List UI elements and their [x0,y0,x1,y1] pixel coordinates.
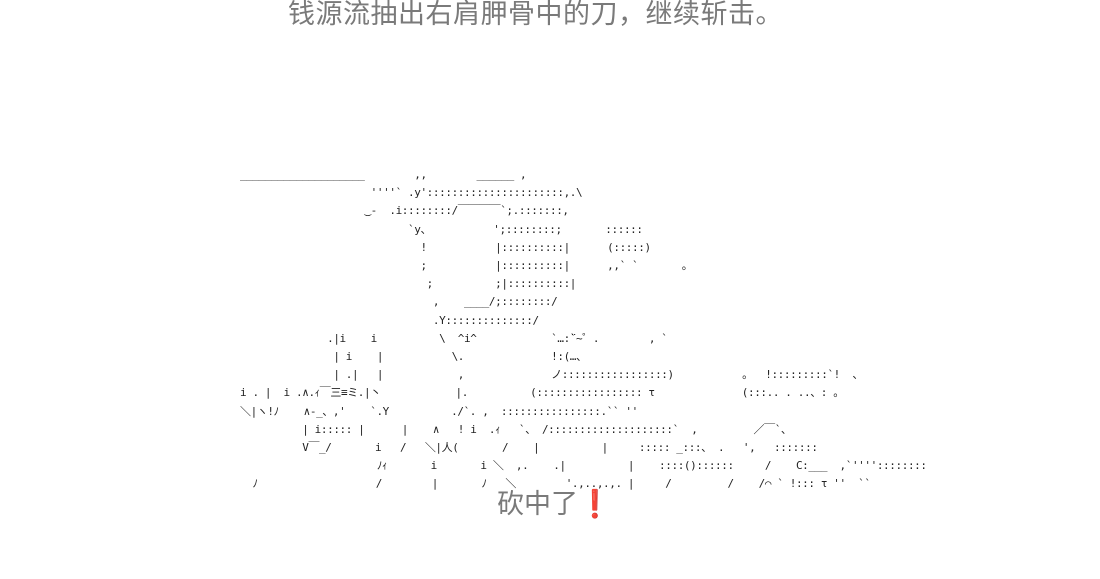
ascii-art-line: ; |::::::::::| ,,` ` 。 [240,259,693,273]
narration-caption: 钱源流抽出右肩胛骨中的刀，继续斩击。 [288,0,783,30]
ascii-art-line: ‿- .i::::::::/￣￣￣￣`;.:::::::, [240,204,569,218]
ascii-art-illustration: ____________________ ,, ______ , ''''` .… [240,166,927,494]
ascii-art-line: | i | \. !:(…、 [240,350,587,364]
ascii-art-line: ____________________ ,, ______ , [240,168,527,181]
ascii-art-line: `y、 ';::::::::; :::::: [240,222,643,236]
ascii-art-line: | i::::: | | ∧ ! i .ｨ `、 /::::::::::::::… [240,422,792,436]
ascii-art-line: .Y::::::::::::::/ [240,313,539,327]
ascii-art-line: , ____/;::::::::/ [240,295,558,309]
ascii-art-line: ＼|ヽ!ﾉ ∧‐_、,' `.Y ./`. , ::::::::::::::::… [240,404,638,418]
ascii-art-line: ﾉｨ i i ＼ ,. .| | ::::():::::: / C:___ ,`… [240,459,927,473]
ascii-art-line: ''''` .y'::::::::::::::::::::::,.\ [240,186,583,200]
ascii-art-line: .|i i \ ^i^ `…:̈`~゜. , ` [240,331,668,345]
ascii-art-line: V￣_/ i / ＼|人( / | | ::::: _:::、 . ', :::… [240,441,818,455]
ascii-art-line: ﾉ / | ﾉ ＼ '.,..,.,. | / / /⌒ ` !::: τ ''… [240,477,871,491]
ascii-art-line: i . | i .∧.ｨ￣三≡ミ.|丶 |. (::::::::::::::::… [240,386,844,400]
ascii-art-line: ; ;|::::::::::| [240,277,577,291]
ascii-art-line: ! |::::::::::| (:::::) [240,240,651,254]
hit-caption: 砍中了❗ [497,489,612,520]
ascii-art-line: | .| | , ノ:::::::::::::::::) 。 !::::::::… [240,368,863,382]
